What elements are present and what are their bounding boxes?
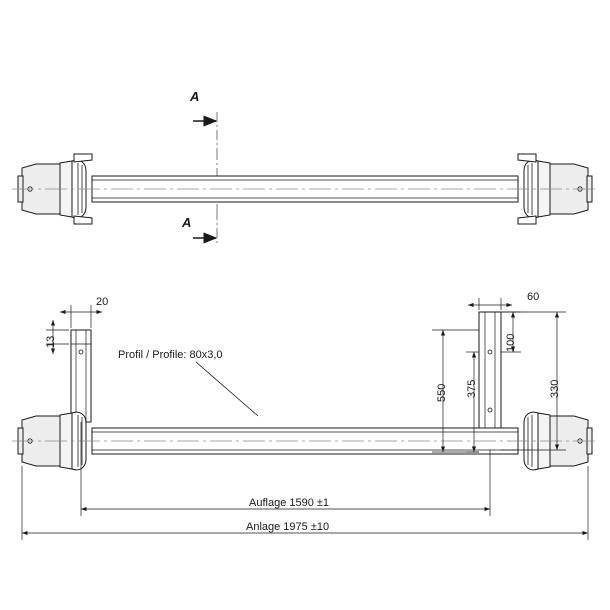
dimension-label-375: 375 <box>466 379 478 398</box>
right-hub-top-view <box>517 153 593 225</box>
dimension-label-550: 550 <box>436 383 448 402</box>
auflage-dimension-label: Auflage 1590 ±1 <box>249 497 330 509</box>
dimension-label-100: 100 <box>505 333 517 352</box>
dimension-label-60: 60 <box>527 291 540 303</box>
anlage-dimension-label: Anlage 1975 ±10 <box>246 521 330 533</box>
right-hub-bottom-view <box>523 411 593 471</box>
profile-leader-line <box>195 361 259 417</box>
section-label-a-top: A <box>190 89 200 104</box>
right-mount-bracket <box>478 311 502 451</box>
dimension-lines <box>21 298 589 540</box>
top-view <box>12 112 598 246</box>
bottom-view <box>12 311 598 471</box>
profile-callout-label: Profil / Profile: 80x3,0 <box>118 349 223 361</box>
left-mount-bracket <box>70 329 92 423</box>
dimension-label-330: 330 <box>549 379 561 398</box>
dimension-label-13: 13 <box>45 335 57 348</box>
dimension-label-20: 20 <box>96 296 109 308</box>
section-label-a-bottom: A <box>182 215 192 230</box>
